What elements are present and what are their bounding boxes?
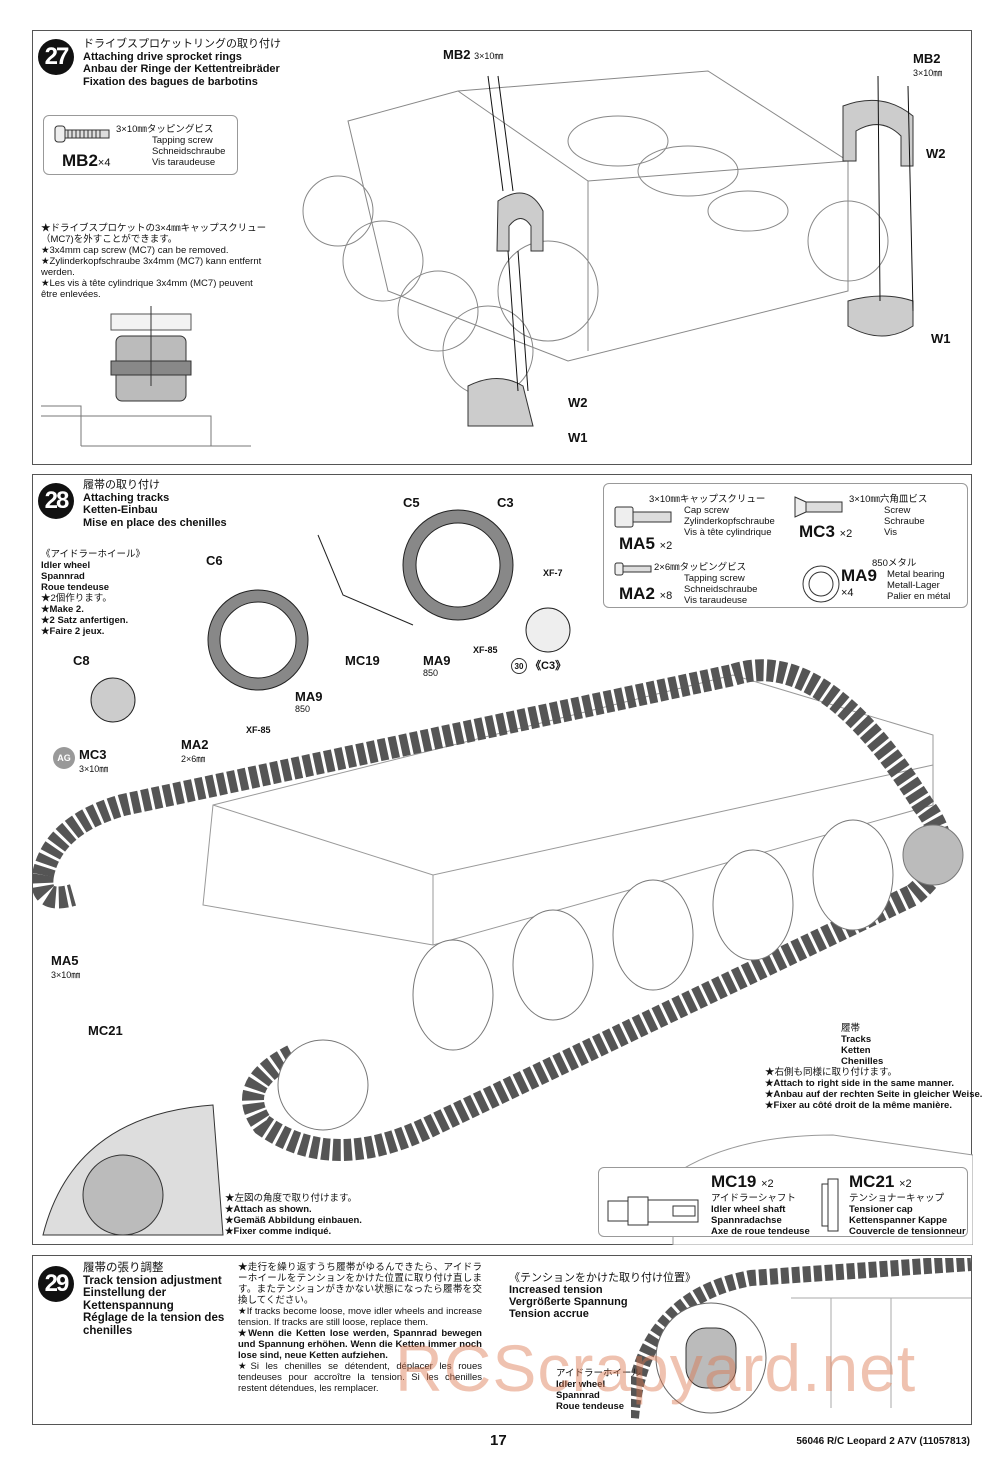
label-c5: C5	[403, 495, 420, 510]
label-w1-left: W1	[568, 430, 588, 445]
watermark: RCScrapyard.net	[395, 1331, 917, 1405]
label-c8: C8	[73, 653, 90, 668]
part-code: MA5	[619, 534, 655, 553]
cap-screw-icon	[614, 506, 672, 528]
label-mc21: MC21	[88, 1023, 123, 1038]
step-number: 27	[38, 39, 74, 75]
countersunk-screw-icon	[794, 496, 843, 518]
part-code: MA9	[841, 566, 877, 585]
right-side-notes: ★右側も同様に取り付けます。★Attach to right side in t…	[765, 1067, 983, 1111]
part-qty: ×4	[97, 157, 111, 169]
tapping-screw-icon	[614, 562, 652, 576]
label-c3: C3	[497, 495, 514, 510]
metal-bearing-icon	[802, 565, 840, 603]
label-xf85-a: XF-85	[473, 645, 498, 655]
angle-notes: ★左図の角度で取り付けます。★Attach as shown.★Gemäß Ab…	[225, 1193, 362, 1237]
idler-shaft-icon	[607, 1196, 699, 1226]
label-w2-right: W2	[926, 146, 946, 161]
part-code: MC3	[799, 522, 835, 541]
step-notes: ★ドライブスプロケットの3×4㎜キャップスクリュー（MC7)を外すことができます…	[41, 223, 267, 300]
label-mc19: MC19	[345, 653, 380, 668]
track-installation-illustration	[33, 509, 973, 1245]
step-number: 29	[38, 1266, 74, 1302]
part-code: MA2	[619, 584, 655, 603]
part-code: MB2	[62, 151, 98, 170]
label-xf7: XF-7	[543, 568, 563, 578]
step-number: 28	[38, 483, 74, 519]
label-c3-ref: 30 《C3》	[511, 657, 566, 674]
label-mb2-left: MB2 3×10㎜	[443, 47, 504, 62]
label-w1-right: W1	[931, 331, 951, 346]
tapping-screw-icon	[54, 125, 110, 143]
footer-code: 56046 R/C Leopard 2 A7V (11057813)	[796, 1436, 970, 1447]
ag-icon: AG	[53, 747, 75, 769]
label-c6: C6	[206, 553, 223, 568]
tension-illustration	[631, 1258, 971, 1419]
part-code: MC21	[849, 1172, 895, 1191]
part-code: MC19	[711, 1172, 757, 1191]
sprocket-detail-illustration	[41, 306, 251, 447]
hull-sprocket-illustration	[302, 70, 914, 427]
tensioner-cap-icon	[821, 1178, 839, 1232]
label-xf85-b: XF-85	[246, 725, 271, 735]
step-notes: ★走行を繰り返すうち履帯がゆるんできたら、アイドラーホイールをテンションをかけた…	[238, 1262, 482, 1394]
label-w2-left: W2	[568, 395, 588, 410]
page-number: 17	[490, 1432, 507, 1449]
